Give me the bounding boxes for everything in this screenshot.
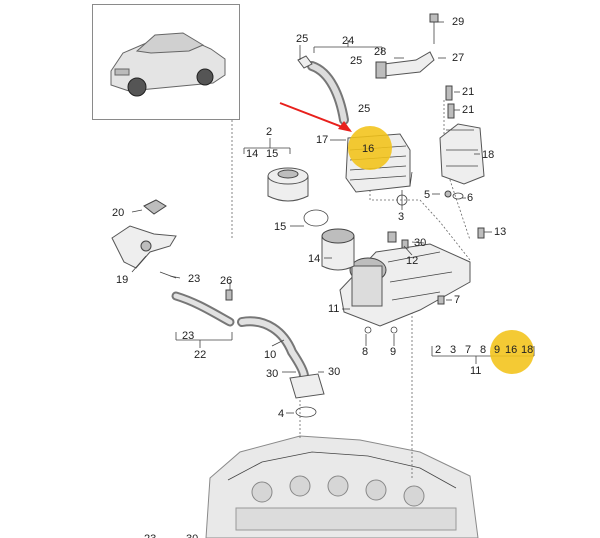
callout-6: 6	[467, 192, 473, 204]
callout-14: 14	[308, 253, 320, 265]
mount-19	[111, 225, 177, 269]
bolt-29	[429, 13, 439, 23]
callout-28: 28	[374, 46, 386, 58]
valve-4	[289, 373, 325, 399]
callout-10: 10	[264, 349, 276, 361]
oil-separator-18	[439, 123, 485, 185]
bolt-21b	[447, 103, 455, 119]
group-11-item: 9	[494, 344, 500, 356]
engine-block	[205, 435, 479, 538]
bracket-27	[377, 51, 435, 77]
callout-21-a: 21	[462, 86, 474, 98]
highlight-16-group	[490, 330, 534, 374]
bolt-13	[477, 227, 485, 239]
callout-29: 29	[452, 16, 464, 28]
vehicle-thumbnail-box	[92, 4, 240, 120]
o-ring-15	[303, 209, 329, 227]
callout-21-b: 21	[462, 104, 474, 116]
callout-30-a: 30	[414, 237, 426, 249]
callout-11-b: 11	[470, 365, 481, 377]
bolt-7	[437, 295, 445, 305]
callout-15-head: 15	[266, 148, 278, 160]
callout-16: 16	[362, 143, 374, 155]
group-11-item: 18	[521, 344, 533, 356]
bolt-21a	[445, 85, 453, 101]
bolt-26	[225, 289, 233, 301]
seal-6	[452, 192, 464, 200]
callout-22: 22	[194, 349, 206, 361]
hose-clip	[297, 55, 313, 69]
callout-30-b: 30	[266, 368, 278, 380]
callout-19: 19	[116, 274, 128, 286]
callout-9: 9	[390, 346, 396, 358]
callout-7: 7	[454, 294, 460, 306]
washer-8	[364, 326, 372, 334]
group-11-item: 2	[435, 344, 441, 356]
callout-14-head: 14	[246, 148, 258, 160]
callout-26: 26	[220, 275, 232, 287]
callout-11-a: 11	[328, 303, 339, 315]
o-ring-4	[295, 406, 317, 418]
plug-5	[444, 190, 452, 198]
group-11-list: 2 3 7 8 9 16 18	[435, 344, 533, 356]
washer-9	[390, 326, 398, 334]
callout-13: 13	[494, 226, 506, 238]
callout-20: 20	[112, 207, 124, 219]
callout-30-c: 30	[328, 366, 340, 378]
callout-18: 18	[482, 149, 494, 161]
bolt-30-top	[401, 239, 409, 249]
callout-25-a: 25	[296, 33, 308, 45]
highlight-16-top	[348, 126, 392, 170]
group-11-item: 16	[505, 344, 517, 356]
oil-filter-housing-11	[339, 243, 471, 327]
group-11-item: 3	[450, 344, 456, 356]
callout-3: 3	[398, 211, 404, 223]
callout-5: 5	[424, 189, 430, 201]
bolt-12	[387, 231, 397, 243]
filter-cap-15	[267, 167, 309, 202]
indicator-arrow	[279, 102, 351, 131]
callout-24: 24	[342, 35, 354, 47]
callout-2: 2	[266, 126, 272, 138]
callout-25-c: 25	[358, 103, 370, 115]
callout-1: 12	[406, 255, 418, 267]
clip-28	[375, 61, 387, 79]
group-11-item: 8	[480, 344, 486, 356]
callout-27: 27	[452, 52, 464, 64]
callout-23-a: 23	[188, 273, 200, 285]
group-11-item: 7	[465, 344, 471, 356]
cap-20	[143, 199, 167, 215]
callout-25-b: 25	[350, 55, 362, 67]
callout-23-cut: 23	[144, 533, 156, 538]
car-illustration	[110, 32, 226, 97]
callout-4: 4	[278, 408, 284, 420]
callout-30-cut: 30	[186, 533, 198, 538]
filter-element-14	[321, 228, 355, 271]
callout-23-b: 23	[182, 330, 194, 342]
callout-8: 8	[362, 346, 368, 358]
arrow-head	[338, 121, 352, 132]
callout-17: 17	[316, 134, 328, 146]
callout-15: 15	[274, 221, 286, 233]
